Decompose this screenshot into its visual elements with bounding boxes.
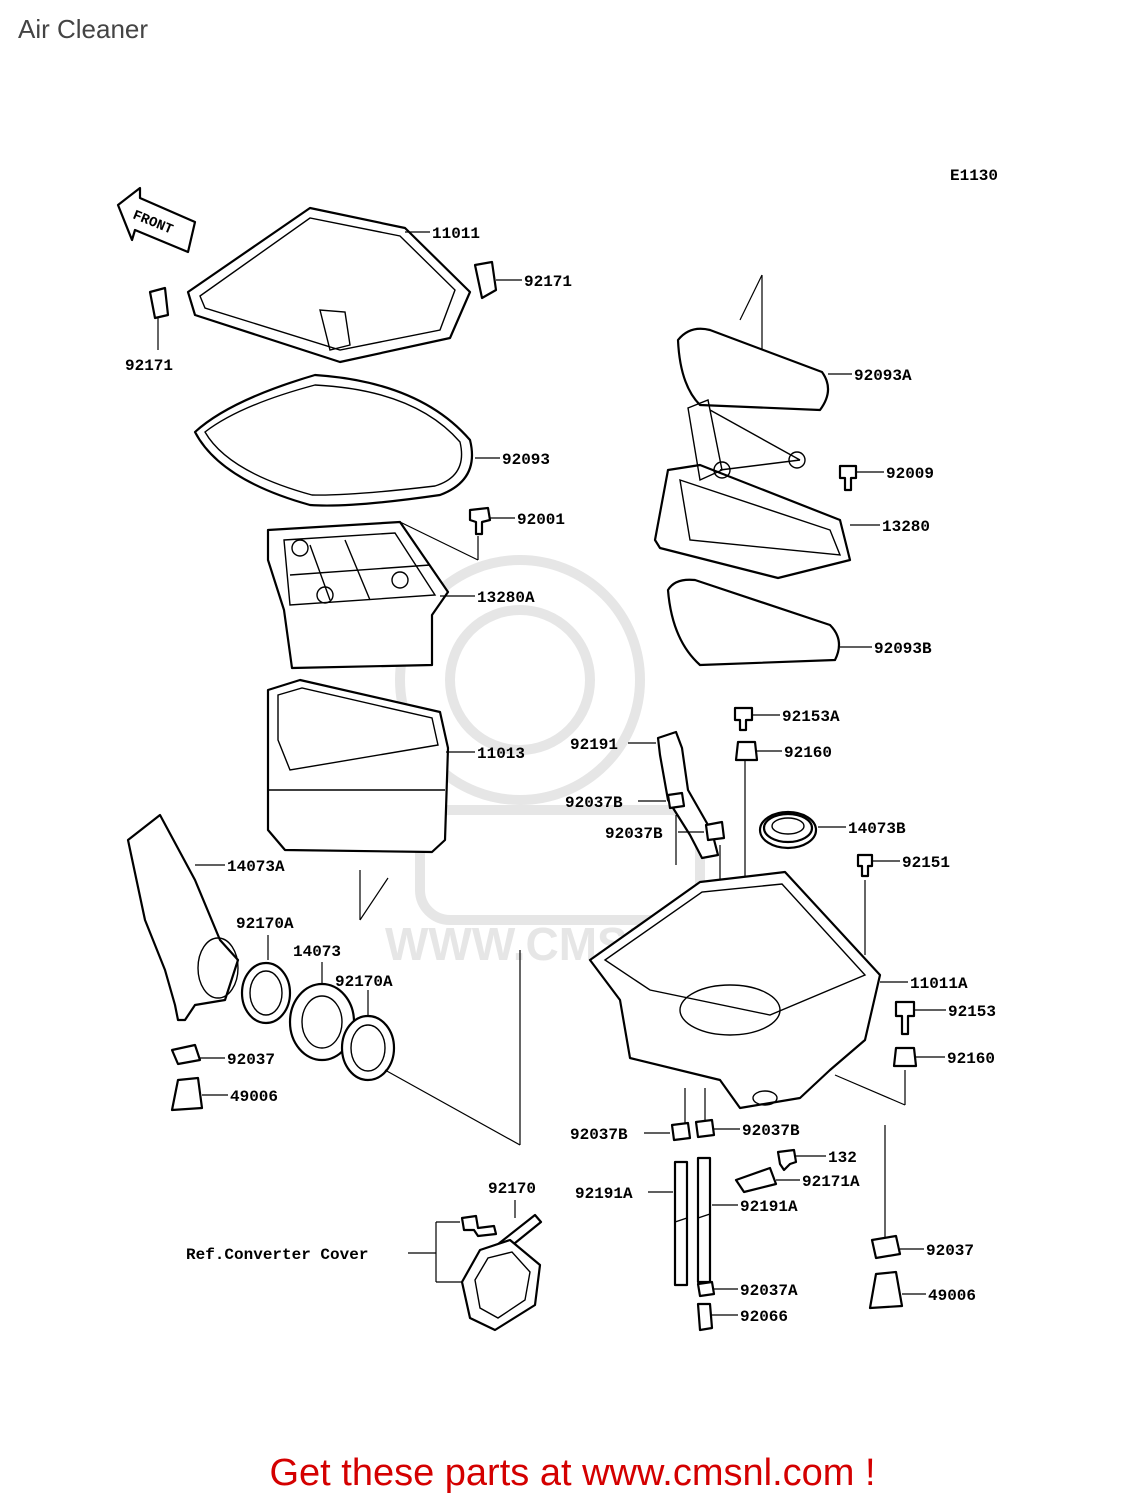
part-label-92037-right: 92037 bbox=[926, 1242, 974, 1260]
gasket-92093B bbox=[666, 578, 841, 667]
part-label-14073A: 14073A bbox=[227, 858, 285, 876]
part-label-92037B-2: 92037B bbox=[605, 825, 663, 843]
air-cleaner-top-cover bbox=[186, 206, 472, 364]
grommet-92160-bottom bbox=[892, 1046, 918, 1068]
clamp-92170A-left bbox=[240, 961, 292, 1025]
part-label-11011A: 11011A bbox=[910, 975, 968, 993]
part-label-92151: 92151 bbox=[902, 854, 950, 872]
clamp-92037-left bbox=[170, 1043, 202, 1066]
part-label-92160-bottom: 92160 bbox=[947, 1050, 995, 1068]
part-label-92153A: 92153A bbox=[782, 708, 840, 726]
clip-92037B-2 bbox=[704, 820, 726, 842]
bolt-92153A bbox=[733, 706, 754, 732]
part-label-92066: 92066 bbox=[740, 1308, 788, 1326]
part-label-92171-top: 92171 bbox=[524, 273, 572, 291]
clip-92037A bbox=[696, 1280, 716, 1298]
air-filter-element-11013 bbox=[266, 678, 450, 854]
element-holder-13280 bbox=[653, 399, 852, 580]
grommet-92160-top bbox=[734, 740, 759, 762]
page-title: Air Cleaner bbox=[18, 14, 149, 44]
part-label-49006-right: 49006 bbox=[928, 1287, 976, 1305]
bolt-converter-cover bbox=[460, 1214, 498, 1238]
part-label-92160-top: 92160 bbox=[784, 744, 832, 762]
plug-92066 bbox=[696, 1302, 714, 1332]
part-label-92093B: 92093B bbox=[874, 640, 932, 658]
part-label-13280A: 13280A bbox=[477, 589, 535, 607]
clip-92037B-3 bbox=[670, 1121, 692, 1142]
part-label-92170A-2: 92170A bbox=[335, 973, 393, 991]
clamp-92037-right bbox=[870, 1234, 902, 1260]
gasket-92093A bbox=[676, 327, 830, 412]
element-holder-13280A bbox=[266, 520, 450, 670]
bolt-92153 bbox=[894, 1000, 916, 1036]
part-label-92037-left: 92037 bbox=[227, 1051, 275, 1069]
bolt-92009 bbox=[838, 464, 858, 492]
part-label-92037B-3: 92037B bbox=[570, 1126, 628, 1144]
part-label-92171A: 92171A bbox=[802, 1173, 860, 1191]
clip-92037B-1 bbox=[666, 791, 686, 810]
part-label-92037B-1: 92037B bbox=[565, 794, 623, 812]
bolt-132 bbox=[776, 1148, 798, 1172]
ref-converter-cover-label: Ref.Converter Cover bbox=[186, 1246, 368, 1264]
part-label-92153: 92153 bbox=[948, 1003, 996, 1021]
part-label-92191A-2: 92191A bbox=[740, 1198, 798, 1216]
part-label-11013: 11013 bbox=[477, 745, 525, 763]
part-label-13280: 13280 bbox=[882, 518, 930, 536]
part-label-92037B-4: 92037B bbox=[742, 1122, 800, 1140]
hose-92191A-right bbox=[696, 1156, 712, 1284]
bolt-92151 bbox=[856, 853, 874, 878]
air-cleaner-case-11011A bbox=[588, 870, 882, 1110]
part-label-49006-left: 49006 bbox=[230, 1088, 278, 1106]
clip-92037B-4 bbox=[694, 1118, 716, 1139]
intake-boot-14073B bbox=[758, 810, 818, 850]
part-label-92093: 92093 bbox=[502, 451, 550, 469]
gasket-92093 bbox=[193, 373, 474, 507]
part-label-14073: 14073 bbox=[293, 943, 341, 961]
get-parts-link[interactable]: Get these parts at www.cmsnl.com ! bbox=[269, 1452, 876, 1494]
clip-92171-left bbox=[148, 286, 170, 320]
bracket-92171A bbox=[734, 1166, 778, 1194]
part-label-92171-left: 92171 bbox=[125, 357, 173, 375]
part-label-11011: 11011 bbox=[432, 225, 480, 243]
hose-92191 bbox=[656, 730, 720, 860]
front-arrow-icon: FRONT bbox=[116, 186, 197, 254]
part-label-14073B: 14073B bbox=[848, 820, 906, 838]
drain-cap-49006-left bbox=[170, 1076, 204, 1112]
part-label-92001: 92001 bbox=[517, 511, 565, 529]
part-label-132: 132 bbox=[828, 1149, 857, 1167]
clip-92171-top bbox=[473, 260, 498, 300]
part-label-92009: 92009 bbox=[886, 465, 934, 483]
part-label-92191: 92191 bbox=[570, 736, 618, 754]
intake-duct-14073A bbox=[126, 813, 240, 1022]
drain-cap-49006-right bbox=[868, 1270, 904, 1310]
part-label-92093A: 92093A bbox=[854, 367, 912, 385]
part-label-92170: 92170 bbox=[488, 1180, 536, 1198]
part-label-92191A-1: 92191A bbox=[575, 1185, 633, 1203]
converter-cover bbox=[460, 1238, 542, 1332]
screw-92001 bbox=[468, 506, 492, 536]
diagram-code: E1130 bbox=[950, 167, 998, 185]
hose-92191A-left bbox=[673, 1160, 689, 1287]
part-label-92037A: 92037A bbox=[740, 1282, 798, 1300]
part-label-92170A-1: 92170A bbox=[236, 915, 294, 933]
